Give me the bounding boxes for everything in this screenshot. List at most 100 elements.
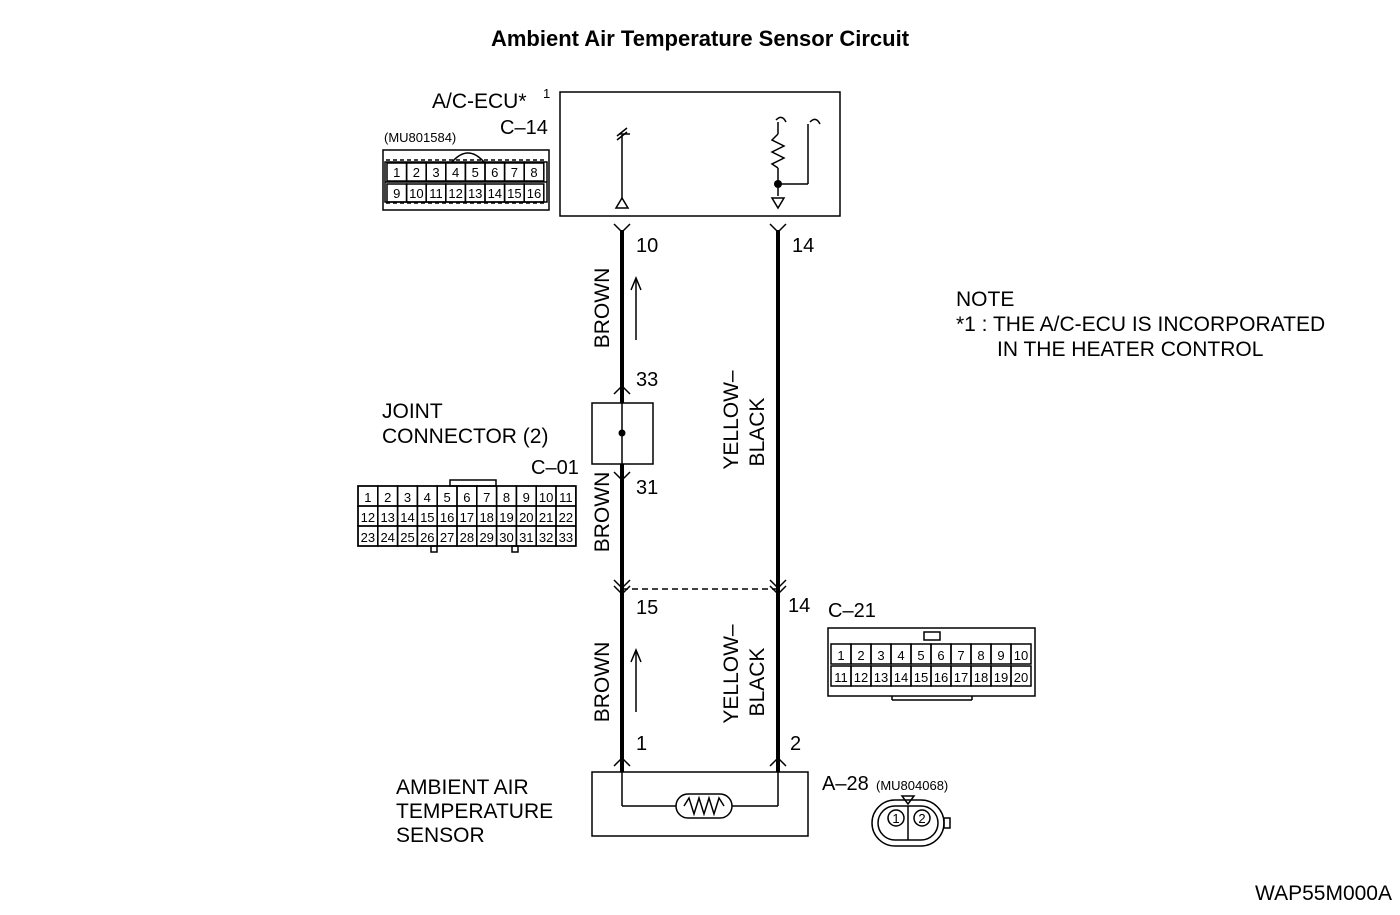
wire-label-yellow-black-lower-l2: BLACK <box>746 648 769 717</box>
c21-face-pin-14: 14 <box>894 670 908 685</box>
joint-face-pin-23: 23 <box>361 530 375 545</box>
c21-face-pin-4: 4 <box>897 648 904 663</box>
c21-pin-15: 15 <box>636 597 658 619</box>
ecu-face-pin-12: 12 <box>448 186 462 201</box>
ecu-face-pin-8: 8 <box>530 165 537 180</box>
sensor-pin-1: 1 <box>636 733 647 755</box>
ecu-name: A/C-ECU* <box>432 90 527 113</box>
ecu-face-pin-16: 16 <box>527 186 541 201</box>
c21-face-pin-19: 19 <box>994 670 1008 685</box>
joint-face-pin-4: 4 <box>424 490 431 505</box>
sensor-name-line3: SENSOR <box>396 824 485 847</box>
joint-face-pin-14: 14 <box>400 510 414 525</box>
ecu-pullup-resistor <box>770 116 821 210</box>
joint-face-pin-8: 8 <box>503 490 510 505</box>
joint-face-pin-28: 28 <box>460 530 474 545</box>
joint-face-pin-27: 27 <box>440 530 454 545</box>
c21-face-pin-5: 5 <box>917 648 924 663</box>
joint-face-pin-32: 32 <box>539 530 553 545</box>
joint-face-cell <box>555 525 577 547</box>
ac-ecu-box <box>559 91 841 217</box>
joint-pin-31: 31 <box>636 477 658 499</box>
joint-face-pin-18: 18 <box>479 510 493 525</box>
c21-face-pin-1: 1 <box>837 648 844 663</box>
ecu-face-pin-4: 4 <box>452 165 459 180</box>
joint-face-pin-7: 7 <box>483 490 490 505</box>
c21-face-pin-16: 16 <box>934 670 948 685</box>
ecu-face-pin-1: 1 <box>393 165 400 180</box>
joint-face-pin-29: 29 <box>479 530 493 545</box>
c21-face-pin-7: 7 <box>957 648 964 663</box>
c21-face-pin-13: 13 <box>874 670 888 685</box>
joint-face-pin-22: 22 <box>559 510 573 525</box>
joint-face-pin-25: 25 <box>400 530 414 545</box>
ecu-face-pin-11: 11 <box>429 186 443 201</box>
c21-face-pin-8: 8 <box>977 648 984 663</box>
sensor-name-line1: AMBIENT AIR <box>396 776 529 799</box>
c21-face-pin-12: 12 <box>854 670 868 685</box>
sensor-part-number: (MU804068) <box>876 778 948 793</box>
joint-face-pin-2: 2 <box>384 490 391 505</box>
joint-face-pin-15: 15 <box>420 510 434 525</box>
joint-face-pin-3: 3 <box>404 490 411 505</box>
yellow-black-wire <box>769 223 787 772</box>
joint-face-pin-24: 24 <box>380 530 394 545</box>
joint-face-pin-1: 1 <box>364 490 371 505</box>
joint-face-pin-33: 33 <box>559 530 573 545</box>
joint-face-pin-21: 21 <box>539 510 553 525</box>
joint-face-pin-6: 6 <box>463 490 470 505</box>
figure-code: WAP55M000A <box>1255 882 1392 905</box>
sensor-name-line2: TEMPERATURE <box>396 800 553 823</box>
c21-face-pin-6: 6 <box>937 648 944 663</box>
c21-face-pin-9: 9 <box>997 648 1004 663</box>
sensor-box <box>591 771 809 837</box>
wire-label-yellow-black-upper-l1: YELLOW– <box>720 370 743 470</box>
c21-face-pin-15: 15 <box>914 670 928 685</box>
joint-face-pin-26: 26 <box>420 530 434 545</box>
joint-face-pin-9: 9 <box>523 490 530 505</box>
joint-face-pin-11: 11 <box>559 490 573 505</box>
ecu-part-number: (MU801584) <box>384 130 456 145</box>
c21-face-pin-10: 10 <box>1014 648 1028 663</box>
sensor-connector-face: 1 2 <box>871 795 951 847</box>
note: NOTE *1 : THE A/C-ECU IS INCORPORATED IN… <box>956 288 1325 361</box>
note-heading: NOTE <box>956 288 1014 311</box>
ecu-face-pin-13: 13 <box>468 186 482 201</box>
joint-pin-33: 33 <box>636 369 658 391</box>
ambient-air-temperature-sensor: AMBIENT AIR TEMPERATURE SENSOR A–28 (MU8… <box>396 771 951 847</box>
joint-face-pin-16: 16 <box>440 510 454 525</box>
ecu-pin-14: 14 <box>792 235 814 257</box>
diagram-title: Ambient Air Temperature Sensor Circuit <box>491 26 910 51</box>
joint-face-pin-12: 12 <box>361 510 375 525</box>
wire-label-yellow-black-lower-l1: YELLOW– <box>720 624 743 724</box>
c21-face-pin-18: 18 <box>974 670 988 685</box>
c21-face-cell <box>1010 643 1032 665</box>
note-line2: IN THE HEATER CONTROL <box>997 338 1263 361</box>
ecu-connector-id: C–14 <box>500 117 548 139</box>
ecu-face-pin-14: 14 <box>488 186 502 201</box>
wire-label-brown-lower: BROWN <box>591 642 614 723</box>
ecu-face-pin-9: 9 <box>393 186 400 201</box>
c21-face-cell <box>1010 665 1032 687</box>
brown-wire <box>613 223 642 772</box>
sensor-face-pin-2: 2 <box>918 811 925 826</box>
sensor-connector-id: A–28 <box>822 773 869 795</box>
ecu-face-pin-15: 15 <box>507 186 521 201</box>
joint-face-pin-19: 19 <box>499 510 513 525</box>
joint-face-pin-5: 5 <box>443 490 450 505</box>
sensor-face-pin-1: 1 <box>892 811 899 826</box>
ecu-face-pin-6: 6 <box>491 165 498 180</box>
c21-connector-id: C–21 <box>828 600 876 622</box>
ecu-pin-10: 10 <box>636 235 658 257</box>
ecu-name-superscript: 1 <box>543 86 550 101</box>
c21-face-pin-20: 20 <box>1014 670 1028 685</box>
ecu-face-pin-5: 5 <box>472 165 479 180</box>
joint-face-pin-30: 30 <box>499 530 513 545</box>
wire-label-brown-middle: BROWN <box>591 472 614 553</box>
joint-name-line2: CONNECTOR (2) <box>382 425 548 448</box>
